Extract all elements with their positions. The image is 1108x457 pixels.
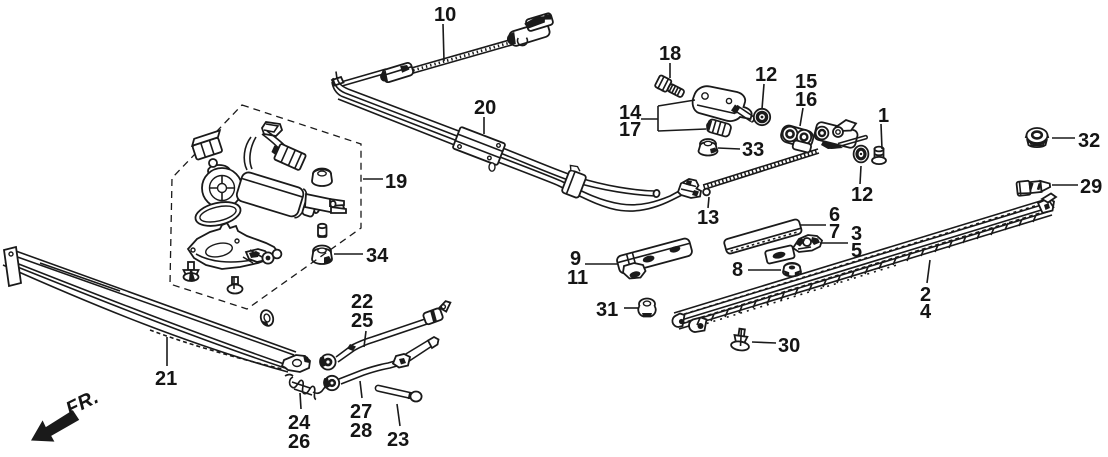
svg-text:21: 21 xyxy=(155,368,177,390)
svg-text:11: 11 xyxy=(567,267,588,289)
svg-text:4: 4 xyxy=(920,301,932,323)
svg-text:10: 10 xyxy=(434,4,456,26)
svg-text:31: 31 xyxy=(596,299,618,321)
svg-text:28: 28 xyxy=(350,420,372,442)
svg-text:12: 12 xyxy=(755,64,777,86)
svg-text:7: 7 xyxy=(829,221,840,243)
svg-text:29: 29 xyxy=(1080,176,1102,198)
svg-text:3: 3 xyxy=(851,223,862,245)
svg-text:8: 8 xyxy=(732,259,743,281)
svg-text:20: 20 xyxy=(474,97,496,119)
svg-text:32: 32 xyxy=(1078,130,1100,152)
svg-text:9: 9 xyxy=(570,248,581,270)
svg-text:12: 12 xyxy=(851,184,873,206)
svg-text:23: 23 xyxy=(387,429,409,451)
svg-text:27: 27 xyxy=(350,401,372,423)
svg-text:5: 5 xyxy=(851,240,862,262)
svg-text:33: 33 xyxy=(742,139,764,161)
svg-text:18: 18 xyxy=(659,43,681,65)
svg-text:13: 13 xyxy=(697,207,719,229)
svg-text:25: 25 xyxy=(351,310,373,332)
svg-text:19: 19 xyxy=(385,171,407,193)
svg-text:1: 1 xyxy=(878,105,889,127)
svg-text:15: 15 xyxy=(795,71,817,93)
svg-text:6: 6 xyxy=(829,204,840,226)
svg-text:30: 30 xyxy=(778,335,800,357)
svg-text:24: 24 xyxy=(288,412,311,434)
svg-text:2: 2 xyxy=(920,284,931,306)
svg-text:34: 34 xyxy=(366,245,389,267)
svg-text:17: 17 xyxy=(619,119,641,141)
svg-text:16: 16 xyxy=(795,89,817,111)
svg-text:26: 26 xyxy=(288,431,310,453)
svg-text:14: 14 xyxy=(619,102,642,124)
svg-text:22: 22 xyxy=(351,291,373,313)
